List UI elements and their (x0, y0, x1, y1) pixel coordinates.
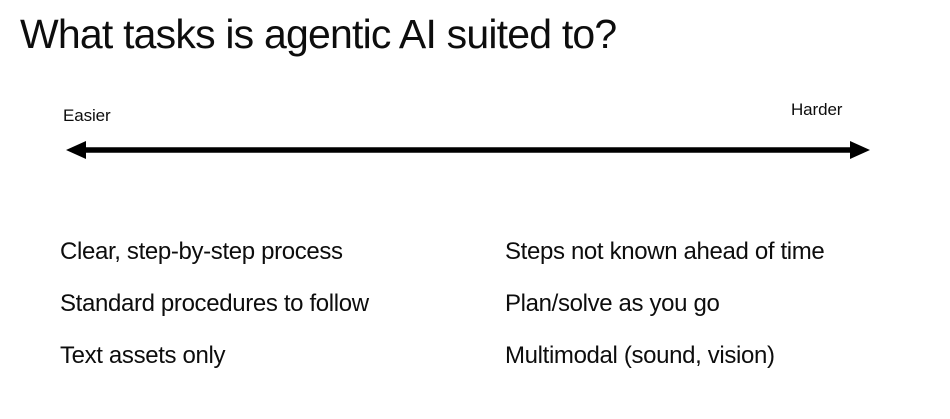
list-item: Steps not known ahead of time (505, 238, 825, 265)
scale-label-harder: Harder (791, 100, 843, 119)
list-item: Clear, step-by-step process (60, 238, 343, 265)
difficulty-scale: Easier Harder (0, 96, 950, 176)
list-item: Standard procedures to follow (60, 290, 369, 317)
scale-label-easier: Easier (63, 106, 111, 125)
list-item: Text assets only (60, 342, 226, 369)
list-item: Multimodal (sound, vision) (505, 342, 775, 369)
double-arrow-icon (66, 141, 870, 159)
harder-tasks-column: Steps not known ahead of time Plan/solve… (505, 236, 935, 371)
list-item: Plan/solve as you go (505, 290, 720, 317)
easier-tasks-column: Clear, step-by-step process Standard pro… (60, 236, 490, 371)
page-title: What tasks is agentic AI suited to? (20, 11, 617, 57)
task-comparison-columns: Clear, step-by-step process Standard pro… (0, 236, 950, 396)
